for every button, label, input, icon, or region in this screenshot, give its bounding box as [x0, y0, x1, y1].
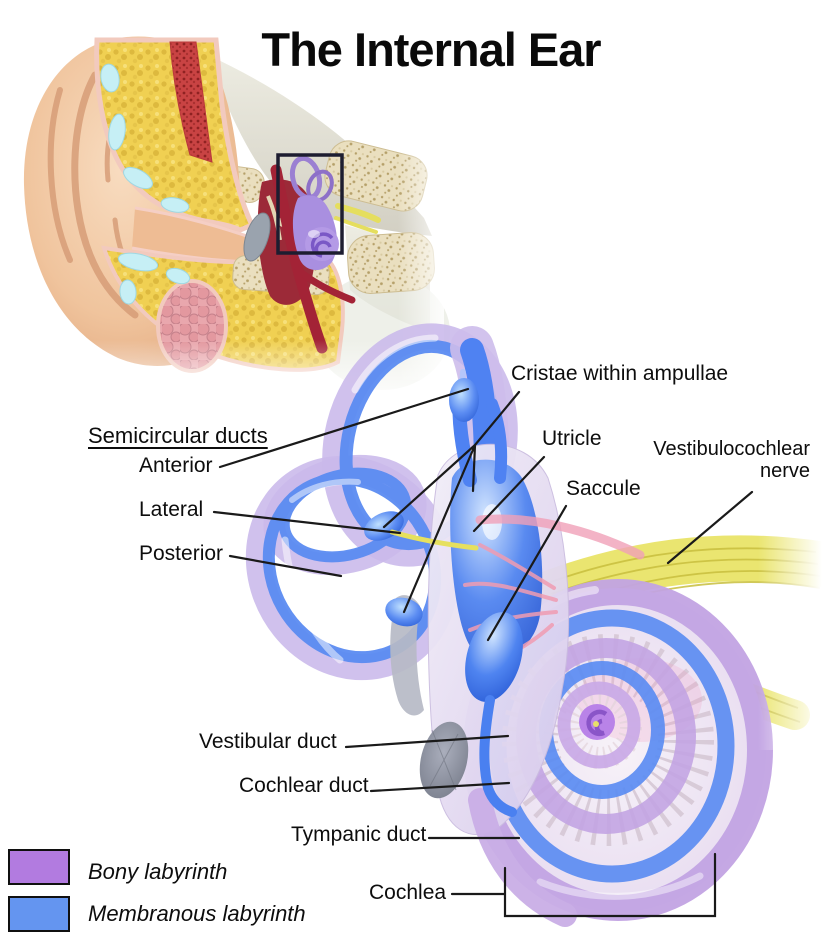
inset-fade-right	[398, 40, 444, 380]
utricle-shape	[450, 459, 543, 659]
cochlea-front-turn	[468, 788, 577, 927]
label-cochlear-duct: Cochlear duct	[239, 774, 369, 797]
cochlea-inner-bony-turn	[557, 681, 641, 769]
leader-lateral	[212, 510, 402, 535]
label-lateral: Lateral	[139, 498, 204, 521]
leader-vestibular-duct	[344, 734, 510, 749]
legend-label-bony: Bony labyrinth	[88, 859, 228, 884]
label-nerve-line1: Vestibulocochlear	[653, 438, 810, 460]
leader-cochlear-duct	[369, 781, 511, 793]
leader-lines	[212, 387, 754, 918]
label-posterior: Posterior	[139, 542, 224, 565]
saccule-stalk	[479, 695, 517, 817]
bone-wedge	[390, 595, 424, 716]
muscle-strip	[169, 41, 213, 163]
leader-cristae	[382, 390, 521, 614]
label-vestibular-duct: Vestibular duct	[199, 730, 337, 753]
legend-swatch-membranous	[8, 896, 70, 932]
cochlea-bracket	[503, 852, 717, 918]
pink-duct	[475, 514, 645, 560]
cartilage-blobs-lower	[117, 252, 191, 305]
label-tympanic-duct: Tympanic duct	[291, 823, 427, 846]
label-saccule: Saccule	[566, 477, 641, 500]
label-vestibulocochlear-nerve: Vestibulocochlear nerve	[620, 438, 810, 482]
leader-posterior	[228, 554, 343, 578]
saccule-shape	[465, 612, 523, 702]
leader-anterior	[218, 387, 470, 469]
label-cristae: Cristae within ampullae	[511, 362, 729, 385]
canal-sheens	[281, 334, 439, 664]
label-anterior: Anterior	[139, 454, 213, 477]
page-title: The Internal Ear	[261, 23, 601, 76]
leader-utricle	[472, 455, 546, 533]
nerve-fade	[758, 518, 822, 750]
inset-highlight-box	[276, 153, 344, 255]
label-semicircular-ducts-heading: Semicircular ducts	[88, 423, 268, 448]
cartilage-blobs-upper	[100, 63, 190, 213]
legend-label-membranous: Membranous labyrinth	[88, 901, 306, 926]
label-utricle: Utricle	[542, 427, 602, 450]
legend-swatch-bony	[8, 849, 70, 885]
leader-saccule	[486, 504, 568, 642]
label-nerve-line2: nerve	[759, 460, 810, 482]
inner-ear-illustration	[245, 323, 822, 927]
ear-canal	[132, 208, 258, 262]
label-cochlea: Cochlea	[369, 881, 447, 904]
eardrum	[243, 212, 271, 262]
artery	[270, 164, 356, 354]
ear-cross-section-inset	[0, 36, 450, 398]
leader-nerve	[666, 490, 754, 565]
